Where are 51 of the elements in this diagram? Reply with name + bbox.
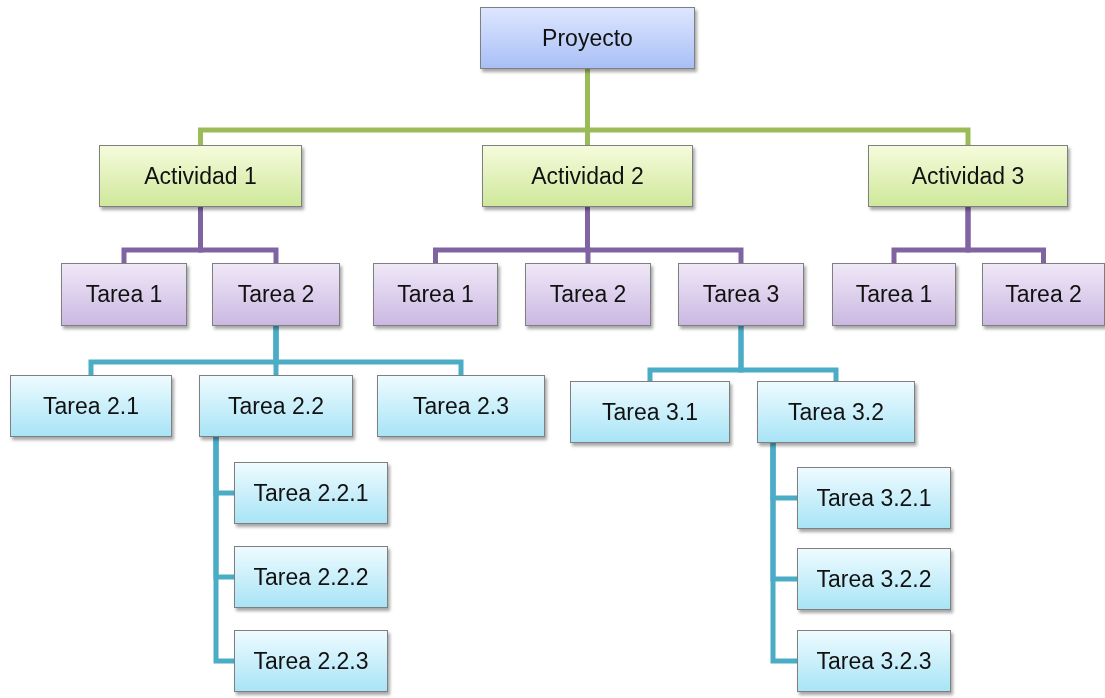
connector-line [965,207,1046,263]
subtask-box [377,375,545,437]
connector-line [738,326,839,381]
subtask-box [234,630,388,692]
node-label: Tarea 2.2.1 [253,479,369,507]
node-label: Tarea 3.2.3 [816,647,932,675]
node-label: Tarea 2.3 [413,392,509,420]
node-label: Tarea 2 [237,281,315,308]
node-label: Tarea 1 [85,281,163,308]
node-label: Tarea 2.2 [228,392,324,420]
node-label: Tarea 3.1 [602,398,698,426]
task-box [525,263,651,326]
project-box [480,7,695,69]
subtask-box [757,381,915,443]
node-label: Tarea 2 [1005,281,1082,308]
connector-line [213,437,234,664]
subtask-box [797,630,951,692]
task-box [678,263,804,326]
subtask-box [234,462,388,524]
subtask-box [797,467,951,529]
subtask-box [570,381,730,443]
node-label: Tarea 2.2.2 [253,563,369,591]
activity-box [868,145,1068,207]
node-label: Tarea 3.2 [788,398,884,426]
activity-box [482,145,693,207]
task-box [982,263,1105,326]
connector-line [585,207,744,263]
node-label: Tarea 2 [549,281,627,308]
connector-line [273,326,464,375]
subtask-box [234,546,388,608]
node-label: Tarea 3.2.2 [816,565,932,593]
subtask-box [10,375,172,437]
activity-box [99,145,302,207]
node-label: Proyecto [542,24,633,52]
connector-line [198,207,279,263]
task-box [832,263,956,326]
node-label: Actividad 1 [144,162,257,190]
task-box [212,263,340,326]
task-box [373,263,498,326]
task-box [61,263,187,326]
node-label: Tarea 3.2.1 [816,484,932,512]
node-label: Tarea 3 [702,281,780,308]
node-label: Tarea 1 [855,281,933,308]
connector-line [770,443,797,664]
node-label: Tarea 2.2.3 [253,647,369,675]
subtask-box [199,375,353,437]
node-label: Actividad 3 [911,162,1025,190]
node-label: Tarea 1 [397,281,474,308]
node-label: Tarea 2.1 [43,392,139,420]
node-label: Actividad 2 [531,162,644,190]
subtask-box [797,548,951,610]
